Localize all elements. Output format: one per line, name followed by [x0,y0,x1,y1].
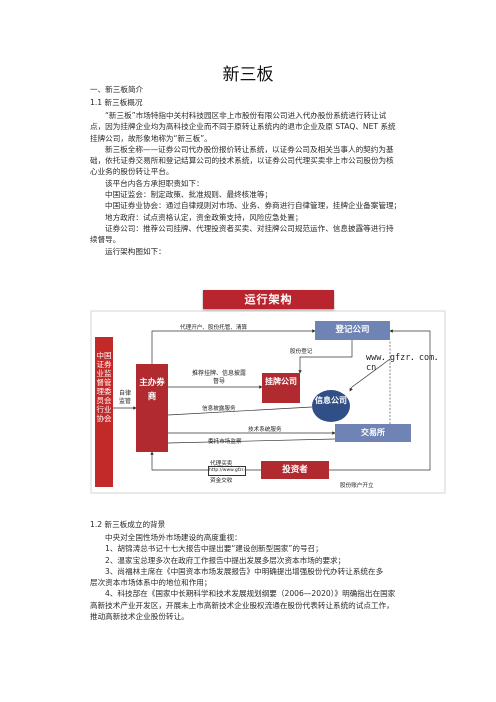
architecture-diagram: 运行架构 中国证券业监督管理委员会行业协会 自律监管 主办券商 登记公司 挂牌公… [90,287,450,495]
text-line: 4、科技部在《国家中长期科学和技术发展规划纲要（2006—2020）》明确指出在… [105,589,396,599]
node-info-company: 信息公司 [312,390,350,422]
label-self-regulation: 自律监管 [118,390,131,405]
text-line: 2、温家宝总理多次在政府工作报告中提出发展多层次资本市场的要求； [105,555,346,565]
text-line: 续督导。 [90,235,121,245]
text-line: 点，因为挂牌企业均为高科技企业而不同于原转让系统内的退市企业及原 STAQ、NE… [90,122,396,132]
text-line: 运行架构图如下： [105,246,166,256]
section-heading-1: 一、新三板简介 [90,85,144,94]
text-line: 层次资本市场体系中的地位和作用； [90,578,212,588]
text-line: 中国证券业协会：通过自律规则对市场、业务、券商进行自律管理，挂牌企业备案管理； [105,201,402,211]
label-account-opening: 股份账户开立 [340,483,374,489]
text-line: 1、胡锦涛总书记十七大报告中提出要“建设创新型国家”的号召； [105,544,323,554]
node-exchange: 交易所 [335,424,411,442]
paragraph-overview: “新三板”市场特指中关村科技园区非上市股份有限公司进入代办股份系统进行转让试 点… [90,110,410,257]
page-title: 新三板 [222,65,274,85]
text-line: 3、尚福林主席在《中国资本市场发展报告》中明确提出增强股份代办转让系统在多 [105,566,384,576]
node-investor: 投资者 [261,461,329,479]
text-line: 新三板全称——证券公司代办股份报价转让系统，以证券公司及相关当事人的契约为基 [105,144,394,154]
text-line: 该平台内各方承担职责如下： [105,178,204,188]
label-recommend: 推荐挂牌、信息披露督导 [191,370,246,385]
node-listed-company: 挂牌公司 [262,373,300,403]
label-url-box: http://www.gfzr.com.cn [208,466,246,476]
label-info-disclosure: 信息披露服务 [202,406,236,412]
text-line: 挂牌公司，故形象地称为“新三板”。 [90,133,212,143]
website-label: www．gfzr．com．cn [366,353,443,373]
label-tech-service: 技术系统服务 [248,427,282,433]
text-line: 心业务的股份转让平台。 [90,167,174,177]
text-line: 推动高新技术企业股份转让。 [90,612,189,622]
subsection-heading-1-1: 1.1 新三板概况 [90,98,143,107]
subsection-heading-1-2: 1.2 新三板成立的背景 [90,520,166,529]
node-regulator: 中国证券业监督管理委员会行业协会 [95,337,113,487]
text-line: 中央对全国性场外市场建设的高度重视： [105,533,242,542]
label-fund-settlement: 资金交收 [210,478,233,484]
node-registry: 登记公司 [315,321,390,340]
text-line: 证券公司：推荐公司挂牌、代理投资者买卖、对挂牌公司规范运作、信息披露等进行持 [105,223,394,233]
node-sponsor-broker: 主办券商 [136,364,168,452]
text-line: 础，依托证券交易所和登记结算公司的技术系统，以证券公司代理买卖非上市公司股份为核 [90,156,394,166]
diagram-connectors [90,310,446,494]
diagram-banner: 运行架构 [203,290,334,309]
text-line: 地方政府：试点资格认定，资金政策支持，风险应急处置； [105,212,303,222]
label-agent-trading: 代理买卖 [210,461,233,467]
text-line: “新三板”市场特指中关村科技园区非上市股份有限公司进入代办股份系统进行转让试 [105,111,387,120]
text-line: 中国证监会：制定政策、批准规则、最终核准等； [105,190,273,200]
text-line: 高新技术产业开发区，开展未上市高新技术企业股权流通在股份代表转让系统的试点工作， [90,600,394,610]
label-market-surveillance: 委托市场监察 [208,439,242,445]
label-custody: 代理开户、股份托管、清算 [180,325,248,331]
paragraph-background: 中央对全国性场外市场建设的高度重视： 1、胡锦涛总书记十七大报告中提出要“建设创… [90,532,410,622]
label-registration: 股份登记 [290,349,313,355]
